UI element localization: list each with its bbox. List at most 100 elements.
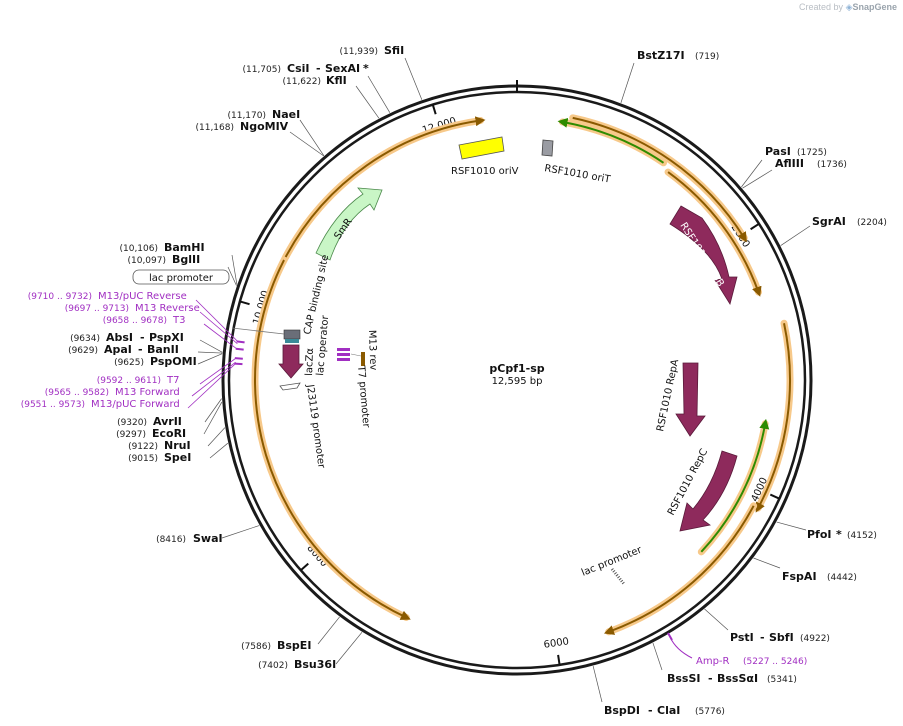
arc-smr-region (284, 116, 486, 258)
arc-green-orf (700, 418, 770, 553)
enzyme-name-ecori: EcoRI (152, 427, 186, 440)
enzyme-leader-line (367, 75, 391, 113)
enzyme-leader-line (776, 521, 807, 531)
primer-leader-line (199, 357, 237, 385)
enzyme-pos-bglii: (10,097) (127, 256, 166, 266)
lacz-alpha-label: lacZα (304, 347, 316, 376)
m13-rev-primer-mark (337, 348, 350, 351)
repa-label: RSF1010 RepA (655, 358, 681, 432)
enzyme-pos-sgrai: (2204) (857, 218, 887, 228)
enzyme-leader-line (209, 442, 229, 459)
enzyme-sep-bsssi: - (708, 672, 713, 685)
feature-lac-promoter-inner: lac promoter (580, 544, 644, 585)
feature-t7-m13: M13 rev T7 promoter (337, 330, 378, 429)
enzyme-name-fspai: FspAI (782, 570, 817, 583)
enzyme-pos-ecori: (9297) (116, 430, 146, 440)
enzyme-name-kfl: KflI (326, 74, 347, 87)
t7-promoter-shape (361, 352, 365, 366)
enzyme-pos-swai: (8416) (156, 535, 186, 545)
enzyme-name-bspei: BspEI (277, 639, 311, 652)
enzyme-name2-pspxi: PspXI (149, 331, 184, 344)
enzyme-name-ngomiv: NgoMIV (240, 120, 289, 133)
arc-smr-region-highlight (282, 117, 485, 261)
repc-arrow (679, 450, 738, 532)
tick-mark (750, 223, 760, 231)
primer-labels: lac promoter (9710 .. 9732) M13/pUC Reve… (21, 269, 807, 667)
enzyme-leader-line (753, 557, 781, 569)
arc-orit-green (557, 117, 665, 164)
arc-large-orf (254, 145, 411, 620)
feature-repb: RSF1010 RepB (669, 205, 738, 306)
orit-shape (541, 139, 554, 157)
enzyme-leader-line (197, 353, 223, 365)
tick-mark (239, 300, 250, 306)
arc-orf-3-highlight (605, 502, 758, 636)
enzyme-name-sgrai: SgrAI (812, 215, 846, 228)
enzyme-leader-line (289, 131, 324, 157)
primer-leader-line (195, 299, 238, 342)
plasmid-length: 12,595 bp (492, 376, 543, 387)
enzyme-leader-line (592, 665, 603, 703)
t7-leader (350, 353, 362, 357)
enzyme-name-bstz17i: BstZ17I (637, 49, 685, 62)
t7-primer-mark (337, 353, 350, 356)
enzyme-name-bsu36i: Bsu36I (294, 658, 336, 671)
enzyme-pos-bsssi: (5341) (767, 675, 797, 685)
tick-mark (769, 493, 780, 500)
enzyme-leader-line (197, 351, 223, 354)
primer-site-marker (234, 357, 243, 360)
enzyme-leader-line (335, 631, 363, 665)
enzyme-leader-line (221, 525, 260, 539)
primer-site-marker (236, 340, 245, 344)
enzyme-name-psti: PstI (730, 631, 754, 644)
primer-leader-line (203, 323, 237, 350)
arc-orf-1 (667, 171, 762, 297)
enzyme-name-sfi: SfiI (384, 44, 404, 57)
enzyme-mark-sexai: * (363, 62, 369, 75)
enzyme-pos-bsu36i: (7402) (258, 661, 288, 671)
lac-promoter-inner-shape (610, 568, 626, 585)
m13-fwd-primer-mark (337, 358, 350, 361)
enzyme-leader-line (742, 169, 773, 189)
enzyme-name-nrui: NruI (164, 439, 191, 452)
enzyme-leader-line (355, 85, 380, 119)
enzyme-name-pasi: PasI (765, 145, 791, 158)
tick-mark (300, 562, 309, 571)
arc-repb-region (572, 116, 747, 243)
enzyme-name2-sexai: SexAI (325, 62, 360, 75)
enzyme-name-bsssi: BssSI (667, 672, 701, 685)
repb-arrow (669, 205, 738, 306)
enzyme-leader-line (203, 401, 223, 435)
enzyme-leader-line (299, 119, 325, 156)
feature-arcs (251, 114, 794, 636)
plasmid-name: pCpf1-sp (489, 362, 544, 375)
enzyme-labels: (11,939) SfiI (11,705) CsiI - SexAI * (1… (68, 44, 887, 717)
enzyme-mark-pfoi: * (836, 528, 842, 541)
enzyme-pos-spei: (9015) (128, 454, 158, 464)
repa-arrow (675, 362, 706, 437)
enzyme-pos-bamhi: (10,106) (119, 244, 158, 254)
lacz-alpha-arrow (278, 344, 304, 379)
enzyme-pos-afliii: (1736) (817, 160, 847, 170)
primer-range-m13puc-rev: (9710 .. 9732) (28, 292, 92, 302)
lac-operator-shape (285, 339, 299, 343)
enzyme-pos-psti: (4922) (800, 634, 830, 644)
lac-promoter-inner-label: lac promoter (580, 544, 644, 579)
enzyme-sep-bspdi: - (648, 704, 653, 717)
ampr-leader (669, 636, 693, 659)
j23119-label: J23119 promoter (304, 383, 327, 470)
enzyme-pos-apai: (9629) (68, 346, 98, 356)
enzyme-name2-bsssai: BssSαI (717, 672, 758, 685)
enzyme-leader-line (404, 57, 423, 100)
orit-label: RSF1010 oriT (543, 163, 612, 186)
lac-operator-label: lac operator (315, 314, 331, 376)
enzyme-leader-line (652, 642, 663, 671)
oriv-label: RSF1010 oriV (451, 166, 519, 177)
enzyme-name-pfoi: PfoI (807, 528, 832, 541)
arc-orf-3 (603, 505, 755, 635)
arc-orf-2 (755, 323, 791, 513)
enzyme-pos-bspei: (7586) (241, 642, 271, 652)
t7-promoter-label: T7 promoter (355, 364, 372, 429)
primer-name-ampr: Amp-R (696, 656, 730, 667)
